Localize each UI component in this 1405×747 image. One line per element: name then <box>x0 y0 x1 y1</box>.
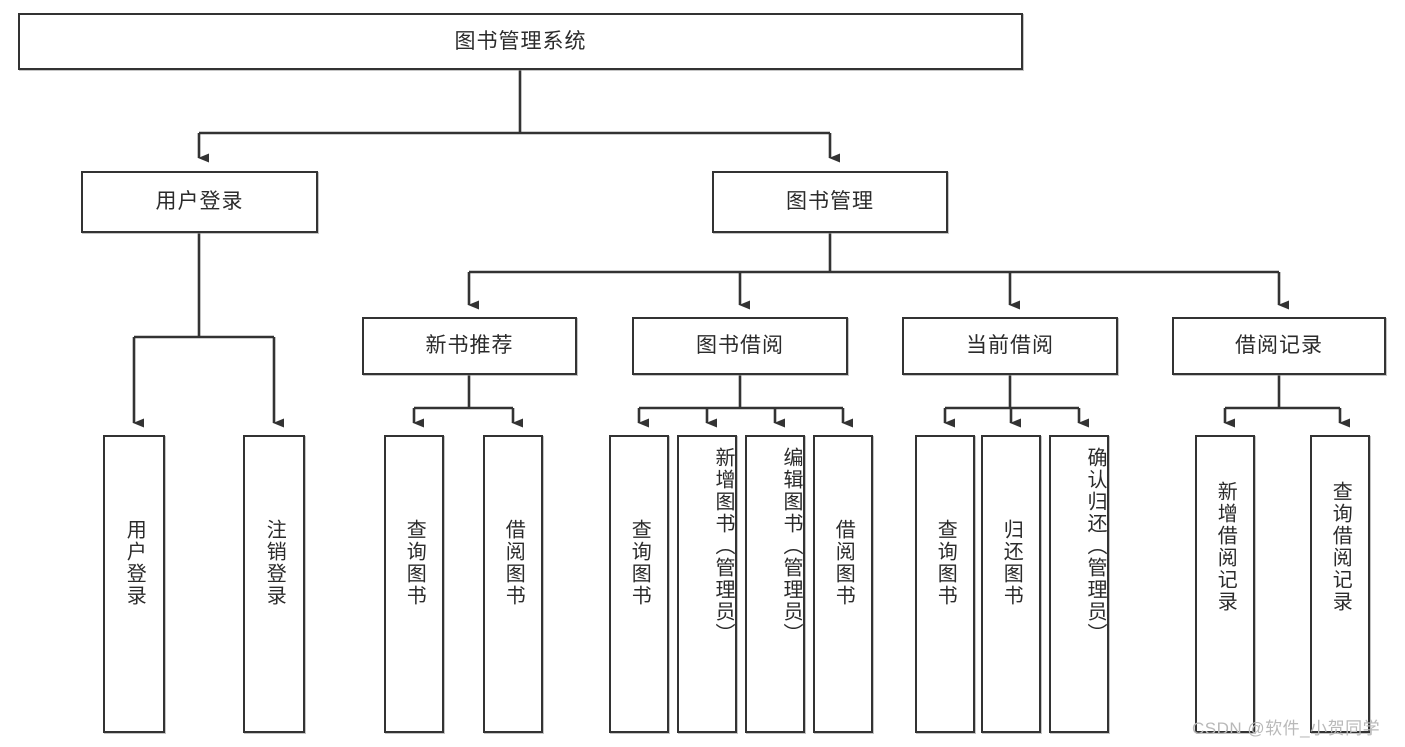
node-leaf-return-book-label: 归还图书 <box>1000 519 1023 607</box>
node-leaf-borrow-book-1-label: 借阅图书 <box>502 519 525 607</box>
node-leaf-query-book-1[interactable]: 查询图书 <box>384 435 444 733</box>
node-leaf-add-record-label: 新增借阅记录 <box>1214 481 1237 613</box>
node-leaf-confirm-return-label: 确认归还（管理员） <box>1084 447 1106 645</box>
node-user-login[interactable]: 用户登录 <box>81 171 318 233</box>
node-leaf-query-book-3[interactable]: 查询图书 <box>915 435 975 733</box>
node-leaf-borrow-book-2-label: 借阅图书 <box>832 519 855 607</box>
node-root[interactable]: 图书管理系统 <box>18 13 1023 70</box>
node-user-login-label: 用户登录 <box>155 190 244 214</box>
node-leaf-user-login-label: 用户登录 <box>123 519 146 607</box>
node-leaf-add-record[interactable]: 新增借阅记录 <box>1195 435 1255 733</box>
node-leaf-return-book[interactable]: 归还图书 <box>981 435 1041 733</box>
node-leaf-query-record-label: 查询借阅记录 <box>1329 481 1352 613</box>
node-current-borrow-label: 当前借阅 <box>966 334 1054 358</box>
node-borrow-record-label: 借阅记录 <box>1235 334 1323 358</box>
node-current-borrow[interactable]: 当前借阅 <box>902 317 1118 375</box>
node-leaf-user-login[interactable]: 用户登录 <box>103 435 165 733</box>
node-leaf-query-book-3-label: 查询图书 <box>934 519 957 607</box>
node-leaf-edit-book-label: 编辑图书（管理员） <box>780 447 802 645</box>
node-leaf-query-record[interactable]: 查询借阅记录 <box>1310 435 1370 733</box>
node-leaf-query-book-2-label: 查询图书 <box>628 519 651 607</box>
node-leaf-edit-book[interactable]: 编辑图书（管理员） <box>745 435 805 733</box>
node-leaf-borrow-book-1[interactable]: 借阅图书 <box>483 435 543 733</box>
node-book-manage-label: 图书管理 <box>786 190 874 214</box>
node-book-borrow-label: 图书借阅 <box>696 334 784 358</box>
node-leaf-logout-login-label: 注销登录 <box>263 519 286 607</box>
node-leaf-borrow-book-2[interactable]: 借阅图书 <box>813 435 873 733</box>
node-book-manage[interactable]: 图书管理 <box>712 171 948 233</box>
node-new-book-recommend-label: 新书推荐 <box>425 334 514 358</box>
node-root-label: 图书管理系统 <box>454 29 587 53</box>
node-leaf-query-book-1-label: 查询图书 <box>403 519 426 607</box>
node-leaf-query-book-2[interactable]: 查询图书 <box>609 435 669 733</box>
node-book-borrow[interactable]: 图书借阅 <box>632 317 848 375</box>
watermark-text: CSDN @软件_小贺同学 <box>1192 719 1381 738</box>
node-leaf-confirm-return[interactable]: 确认归还（管理员） <box>1049 435 1109 733</box>
node-leaf-add-book[interactable]: 新增图书（管理员） <box>677 435 737 733</box>
node-new-book-recommend[interactable]: 新书推荐 <box>362 317 577 375</box>
node-leaf-logout-login[interactable]: 注销登录 <box>243 435 305 733</box>
node-leaf-add-book-label: 新增图书（管理员） <box>712 447 734 645</box>
node-borrow-record[interactable]: 借阅记录 <box>1172 317 1386 375</box>
